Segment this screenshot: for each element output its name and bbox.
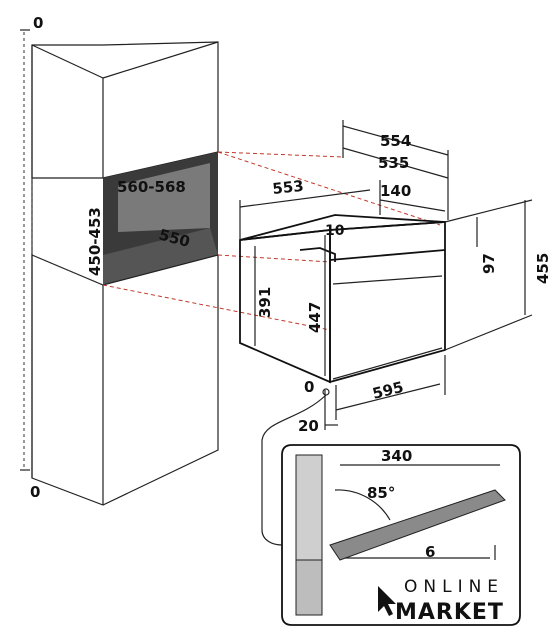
niche-width-label: 560-568: [117, 178, 186, 196]
width-front-label: 595: [371, 378, 406, 403]
logo-line1: ONLINE: [404, 577, 504, 597]
offset-side-label: 20: [298, 417, 319, 435]
body-height-label: 391: [256, 287, 274, 318]
projection-lines: [102, 151, 441, 331]
front-height-label: 455: [534, 253, 552, 284]
panel-height-label: 97: [480, 253, 498, 274]
depth-body-label: 535: [378, 154, 409, 172]
niche-height-label: 450-453: [86, 207, 104, 276]
angle-label: 85°: [367, 484, 395, 502]
gap-top-label: 0: [33, 14, 43, 32]
top-offset-label: 10: [325, 223, 345, 239]
cursor-icon: [378, 586, 396, 616]
detail-callout: [261, 388, 521, 626]
gap-label: 6: [425, 543, 435, 561]
logo-line2: MARKET: [395, 600, 504, 625]
depth-total-label: 554: [380, 132, 411, 150]
cabinet-drawing: [20, 29, 219, 506]
side-height-label: 447: [306, 302, 324, 333]
door-depth-label: 340: [381, 447, 412, 465]
dimension-labels: 0 0 450-453 560-568 550 554 535 140 553 …: [30, 14, 552, 561]
gap-bottom-label: 0: [30, 483, 40, 501]
depth-front-label: 140: [380, 182, 411, 200]
width-side-label: 553: [272, 177, 305, 198]
online-market-logo: ONLINE MARKET: [378, 577, 504, 625]
offset-zero-label: 0: [304, 378, 314, 396]
